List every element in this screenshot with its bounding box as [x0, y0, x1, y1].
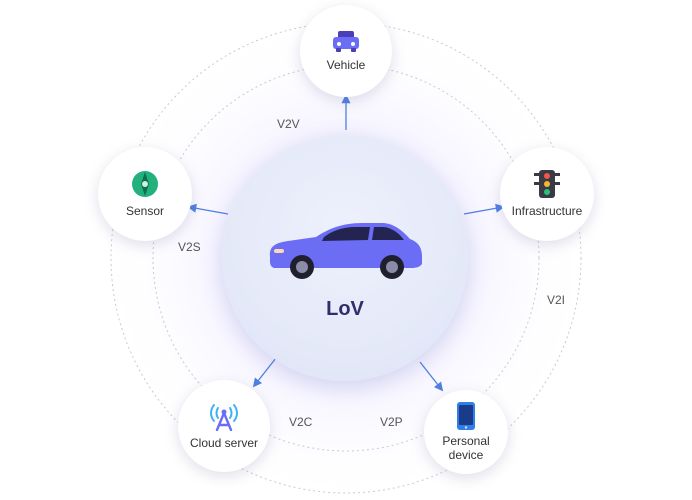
center-hub: LoV [222, 135, 468, 381]
edge-label-v2i: V2I [547, 293, 566, 307]
antenna-tower-icon [210, 404, 238, 432]
node-sensor[interactable]: Sensor [98, 147, 192, 241]
smartphone-icon [457, 402, 475, 431]
center-label: LoV [326, 298, 364, 320]
arrow-v2s [187, 203, 229, 215]
arrow-v2p [419, 361, 444, 392]
node-infrastructure[interactable]: Infrastructure [500, 147, 594, 241]
cloud-server-label: Cloud server [189, 436, 259, 451]
edge-label-v2v: V2V [277, 117, 300, 131]
traffic-light-icon [534, 170, 560, 199]
vehicle-icon [333, 31, 359, 53]
edge-label-v2p: V2P [380, 415, 403, 429]
edge-label-v2s: V2S [178, 240, 201, 254]
personal-device-label-line1: Personal [442, 434, 490, 449]
node-personal-device[interactable]: Personal device [424, 390, 508, 474]
arrow-v2c [252, 357, 277, 388]
personal-device-label-line2: device [448, 448, 484, 462]
node-cloud-server[interactable]: Cloud server [178, 380, 270, 472]
edge-label-v2c: V2C [289, 415, 313, 429]
node-vehicle[interactable]: Vehicle [300, 5, 392, 97]
sensor-label: Sensor [125, 204, 165, 219]
inner-ring [152, 64, 540, 452]
vehicle-label: Vehicle [326, 58, 366, 73]
car-icon [269, 223, 422, 279]
arrow-v2i [463, 203, 505, 215]
sensor-icon [132, 171, 158, 198]
infrastructure-label: Infrastructure [511, 204, 583, 219]
